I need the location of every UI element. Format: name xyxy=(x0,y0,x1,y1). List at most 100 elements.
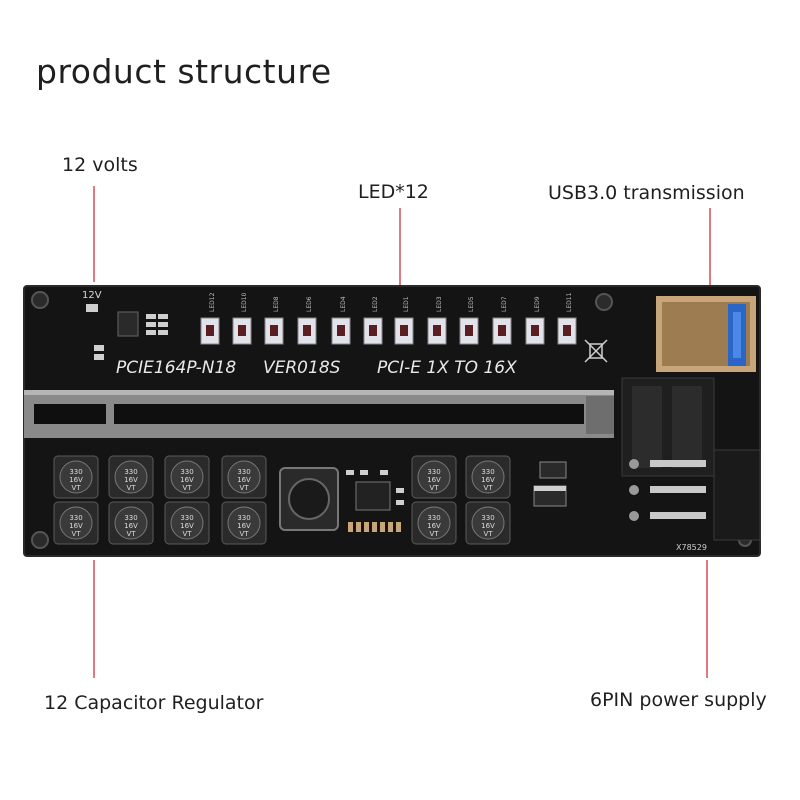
svg-text:16V: 16V xyxy=(69,522,83,530)
led-label: LED3 xyxy=(436,296,443,312)
leader-led xyxy=(399,208,401,286)
led-label: LED4 xyxy=(340,296,347,312)
svg-text:16V: 16V xyxy=(481,522,495,530)
ic-chip xyxy=(117,311,139,337)
svg-text:330: 330 xyxy=(180,514,193,522)
serial-text: X78529 xyxy=(676,543,707,552)
svg-text:VT: VT xyxy=(126,484,136,492)
svg-text:VT: VT xyxy=(483,484,493,492)
svg-text:330: 330 xyxy=(481,468,494,476)
led xyxy=(394,317,414,345)
led-label: LED10 xyxy=(241,292,248,312)
svg-text:330: 330 xyxy=(124,468,137,476)
led-label: LED9 xyxy=(534,296,541,312)
led-label: LED12 xyxy=(209,292,216,312)
svg-text:16V: 16V xyxy=(180,522,194,530)
led-label: LED7 xyxy=(501,296,508,312)
svg-text:330: 330 xyxy=(427,514,440,522)
led xyxy=(525,317,545,345)
svg-text:16V: 16V xyxy=(124,476,138,484)
svg-text:VT: VT xyxy=(483,530,493,538)
model-text: PCIE164P-N18 xyxy=(116,358,236,378)
inductor xyxy=(279,467,339,531)
svg-text:16V: 16V xyxy=(237,522,251,530)
svg-text:VT: VT xyxy=(429,484,439,492)
led xyxy=(459,317,479,345)
svg-text:VT: VT xyxy=(182,484,192,492)
svg-text:VT: VT xyxy=(71,484,81,492)
svg-text:VT: VT xyxy=(239,530,249,538)
svg-text:16V: 16V xyxy=(69,476,83,484)
svg-text:330: 330 xyxy=(124,514,137,522)
spec-text: PCI-E 1X TO 16X xyxy=(377,358,517,378)
svg-text:16V: 16V xyxy=(427,476,441,484)
svg-text:330: 330 xyxy=(237,514,250,522)
led xyxy=(363,317,383,345)
pcie-x16-slot xyxy=(24,390,614,438)
svg-text:VT: VT xyxy=(239,484,249,492)
callout-12-volts: 12 volts xyxy=(62,154,138,176)
svg-text:VT: VT xyxy=(71,530,81,538)
svg-text:330: 330 xyxy=(180,468,193,476)
svg-text:330: 330 xyxy=(481,514,494,522)
led-label: LED11 xyxy=(566,292,573,312)
svg-text:16V: 16V xyxy=(180,476,194,484)
svg-text:330: 330 xyxy=(69,468,82,476)
svg-text:330: 330 xyxy=(427,468,440,476)
led xyxy=(492,317,512,345)
led xyxy=(331,317,351,345)
led-label: LED2 xyxy=(372,296,379,312)
led xyxy=(200,317,220,345)
usb3-port xyxy=(656,296,756,372)
voltage-mark: 12V xyxy=(82,290,102,301)
callout-led: LED*12 xyxy=(358,181,429,203)
led xyxy=(557,317,577,345)
mounting-hole xyxy=(31,291,49,309)
leader-usb xyxy=(709,208,711,286)
led-label: LED6 xyxy=(306,296,313,312)
led xyxy=(297,317,317,345)
leader-12-volts xyxy=(93,186,95,282)
disposal-mark-icon xyxy=(584,339,608,363)
led xyxy=(264,317,284,345)
leader-power xyxy=(706,560,708,678)
svg-text:VT: VT xyxy=(429,530,439,538)
led-label: LED1 xyxy=(403,296,410,312)
diode xyxy=(539,461,567,479)
mounting-hole xyxy=(595,293,613,311)
led-label: LED5 xyxy=(468,296,475,312)
version-text: VER018S xyxy=(263,358,341,378)
led xyxy=(232,317,252,345)
callout-capacitor: 12 Capacitor Regulator xyxy=(44,692,264,714)
controller-chip xyxy=(355,481,391,511)
svg-text:330: 330 xyxy=(69,514,82,522)
callout-usb: USB3.0 transmission xyxy=(548,182,745,204)
svg-text:16V: 16V xyxy=(237,476,251,484)
svg-text:VT: VT xyxy=(182,530,192,538)
leader-capacitor xyxy=(93,560,95,678)
mounting-hole xyxy=(31,531,49,549)
svg-text:330: 330 xyxy=(237,468,250,476)
svg-text:16V: 16V xyxy=(427,522,441,530)
led xyxy=(427,317,447,345)
led-label: LED8 xyxy=(273,296,280,312)
callout-power: 6PIN power supply xyxy=(590,689,767,711)
power-connector-6pin xyxy=(621,377,761,541)
page-title: product structure xyxy=(36,52,332,91)
svg-text:VT: VT xyxy=(126,530,136,538)
led-row xyxy=(200,317,577,345)
svg-text:16V: 16V xyxy=(481,476,495,484)
